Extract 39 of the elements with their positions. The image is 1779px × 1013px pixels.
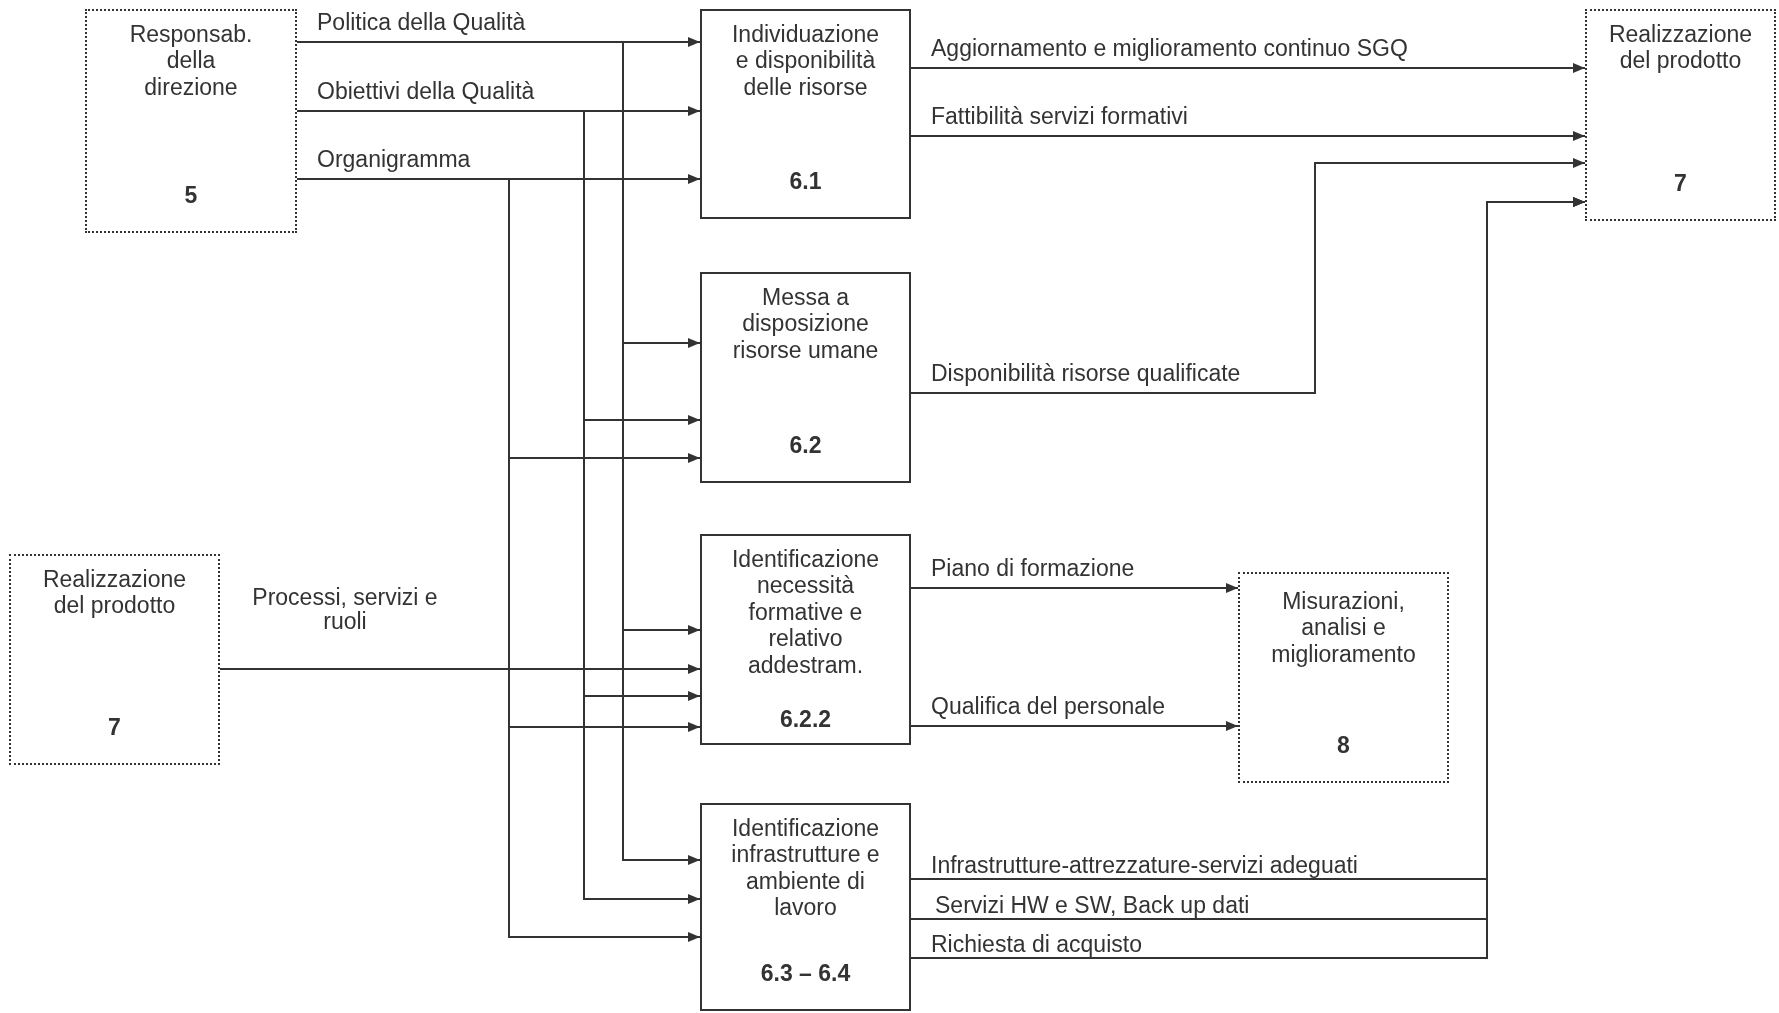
arrow bbox=[219, 664, 701, 674]
box-title: Individuazione e disponibilità delle risorse bbox=[730, 21, 881, 101]
edge-label: Disponibilità risorse qualificate bbox=[931, 361, 1241, 386]
box-title: Identificazione infrastrutture e ambiente di lavoro bbox=[730, 815, 881, 921]
external-box bbox=[85, 9, 297, 233]
box-title: Realizzazione del prodotto bbox=[41, 566, 188, 619]
edge-label: Servizi HW e SW, Back up dati bbox=[935, 893, 1250, 918]
edge-label: Obiettivi della Qualità bbox=[317, 79, 535, 104]
external-box bbox=[1238, 572, 1449, 783]
edge-label: Qualifica del personale bbox=[931, 694, 1165, 719]
edge-label: Infrastrutture-attrezzature-servizi adeguati bbox=[931, 853, 1358, 878]
box-title: Messa a disposizione risorse umane bbox=[731, 284, 880, 364]
edge-label: Politica della Qualità bbox=[317, 10, 526, 35]
section-number: 7 bbox=[108, 714, 121, 741]
arrow bbox=[910, 63, 1586, 73]
edge-label: Richiesta di acquisto bbox=[931, 932, 1142, 957]
arrow bbox=[910, 721, 1239, 731]
box-title: Realizzazione del prodotto bbox=[1607, 21, 1754, 74]
section-number: 6.3 – 6.4 bbox=[760, 960, 851, 987]
box-title: Misurazioni, analisi e miglioramento bbox=[1270, 588, 1417, 668]
box-title: Responsab. della direzione bbox=[128, 21, 254, 101]
section-number: 6.2 bbox=[789, 432, 822, 459]
process-box bbox=[700, 9, 911, 219]
arrow bbox=[910, 158, 1586, 394]
section-number: 5 bbox=[184, 182, 198, 209]
process-box bbox=[700, 803, 911, 1011]
external-box bbox=[9, 554, 220, 765]
arrow bbox=[910, 583, 1239, 593]
process-box bbox=[700, 272, 911, 483]
process-box bbox=[700, 534, 911, 745]
section-number: 8 bbox=[1337, 732, 1350, 759]
edge-label: Organigramma bbox=[317, 147, 471, 172]
arrow bbox=[910, 131, 1586, 141]
external-box bbox=[1585, 9, 1776, 221]
edge-label: Aggiornamento e miglioramento continuo SGQ bbox=[931, 36, 1408, 61]
box-title: Identificazione necessità formative e relativo addestram. bbox=[730, 546, 880, 679]
section-number: 6.1 bbox=[789, 168, 822, 195]
section-number: 7 bbox=[1674, 170, 1687, 197]
section-number: 6.2.2 bbox=[779, 706, 832, 733]
